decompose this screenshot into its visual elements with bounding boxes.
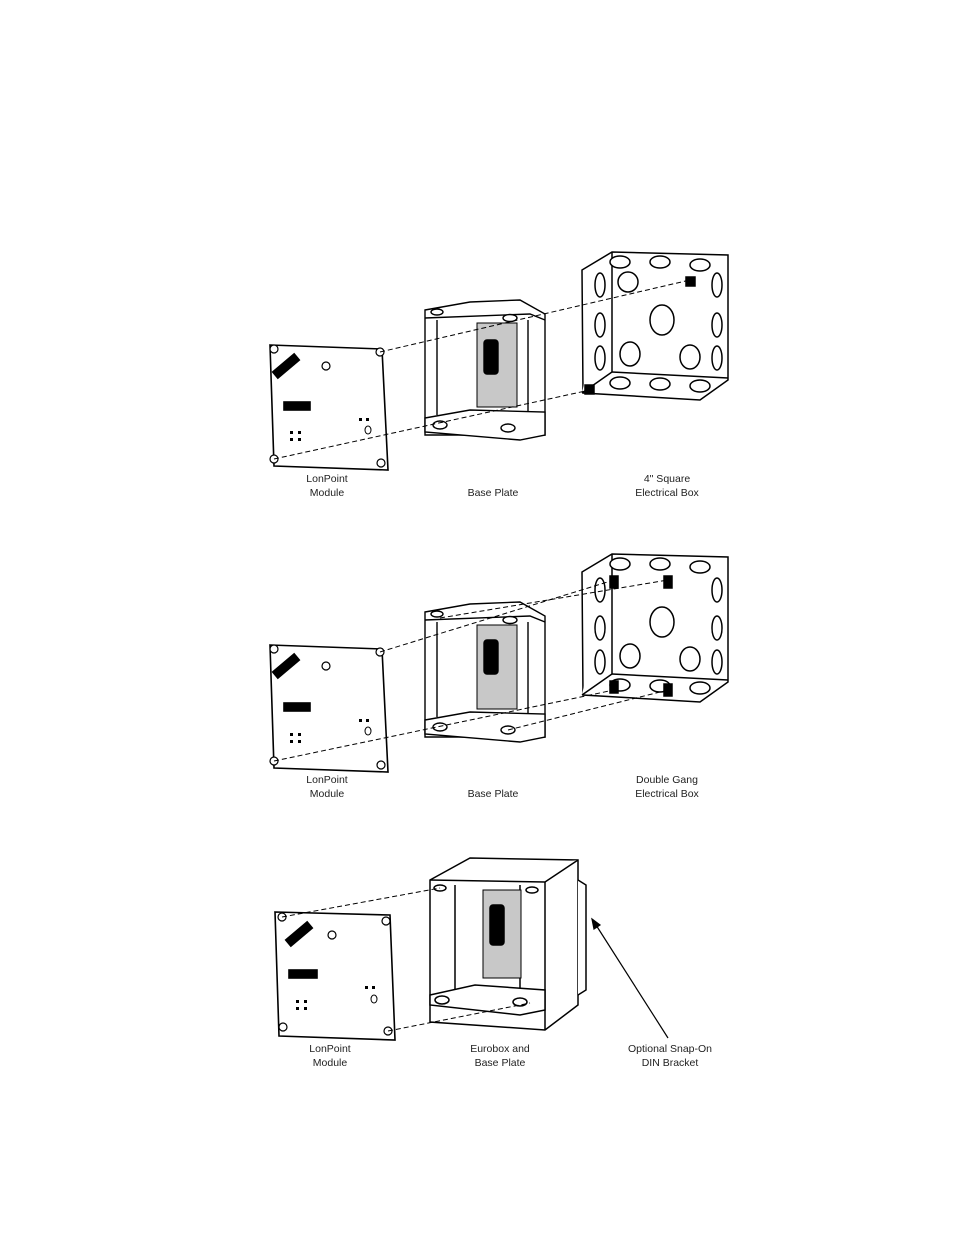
lonpoint-module [274, 911, 396, 1041]
square-electrical-box [581, 251, 729, 401]
module-label-line1: LonPoint [309, 1043, 351, 1055]
box-label-line1: 4" Square [644, 473, 691, 485]
module-label-line1: LonPoint [306, 473, 348, 485]
lonpoint-module [269, 644, 389, 773]
figure-3-eurobox: LonPoint Module Eurobox and Base Plate O… [274, 857, 712, 1069]
alignment-lines [273, 579, 669, 762]
base-plate-label: Base Plate [468, 788, 519, 800]
base-plate [424, 601, 546, 743]
din-bracket [577, 879, 587, 996]
alignment-lines [273, 279, 691, 460]
alignment-lines [281, 887, 531, 1032]
base-plate-label: Base Plate [468, 487, 519, 499]
module-label-line2: Module [313, 1057, 348, 1069]
box-label-line2: Electrical Box [635, 788, 699, 800]
bracket-label-line2: DIN Bracket [642, 1057, 699, 1069]
box-label-line1: Double Gang [636, 774, 698, 786]
module-label-line2: Module [310, 788, 345, 800]
module-logo [284, 920, 314, 948]
module-logo [271, 352, 301, 380]
figure-1-square-box: LonPoint Module Base Plate 4" Square Ele… [269, 251, 729, 499]
lonpoint-module [269, 344, 389, 471]
callout-arrow [591, 917, 669, 1039]
bracket-label-line1: Optional Snap-On [628, 1043, 712, 1055]
eurobox [429, 857, 587, 1031]
module-label-line1: LonPoint [306, 774, 348, 786]
double-gang-electrical-box [581, 553, 729, 703]
eurobox-label-line1: Eurobox and [470, 1043, 530, 1055]
module-logo [271, 652, 301, 680]
module-label-line2: Module [310, 487, 345, 499]
figure-2-double-gang-box: LonPoint Module Base Plate Double Gang E… [269, 553, 729, 800]
box-label-line2: Electrical Box [635, 487, 699, 499]
eurobox-label-line2: Base Plate [475, 1057, 526, 1069]
base-plate [424, 299, 546, 441]
